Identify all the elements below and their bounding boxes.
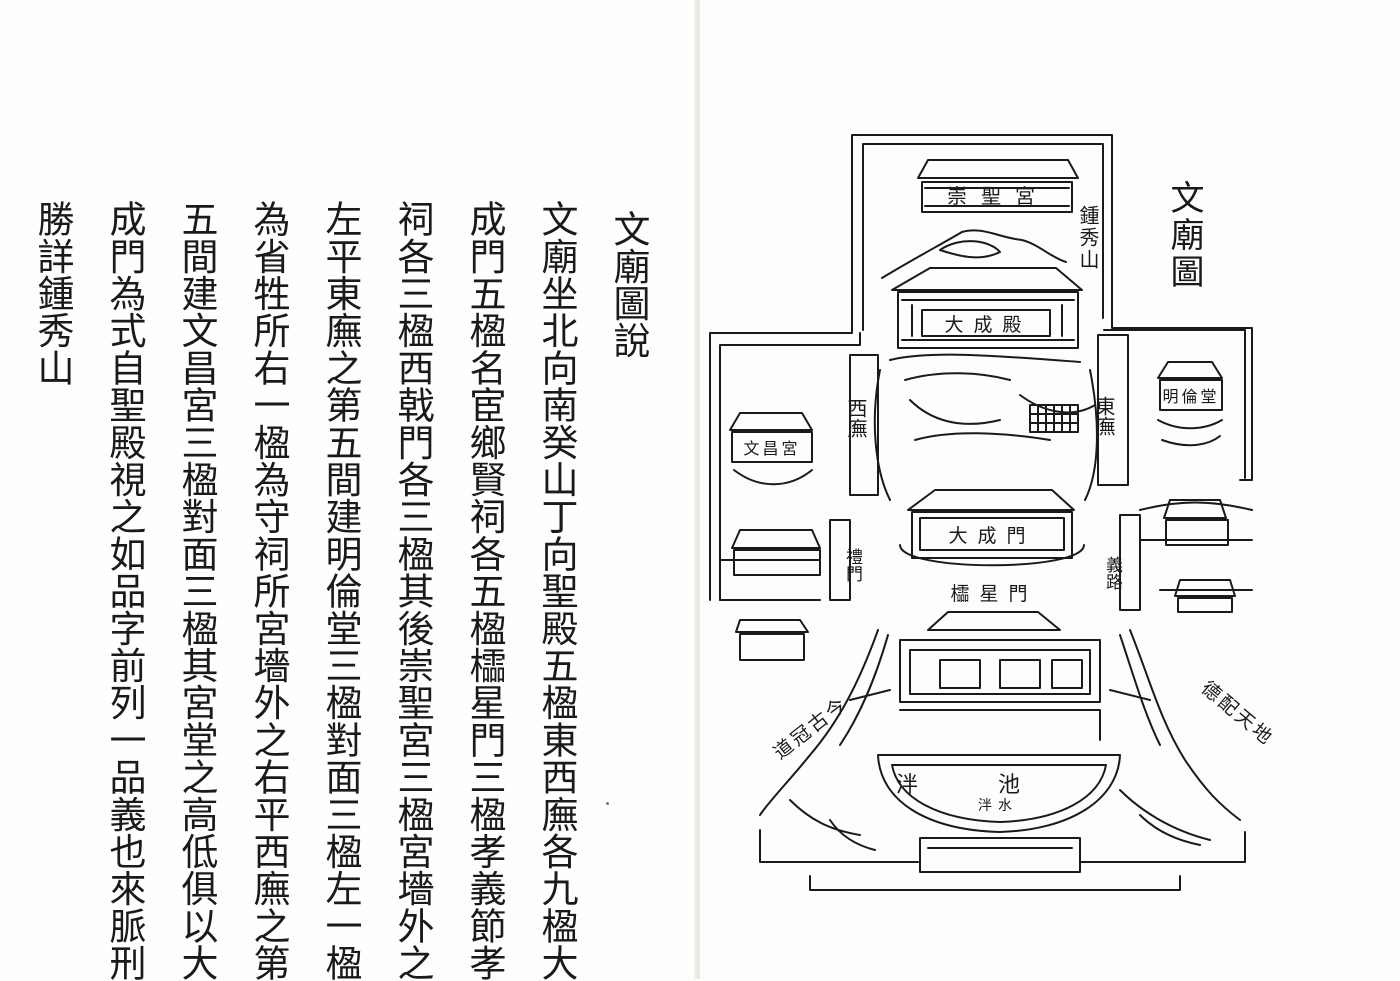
approach-walls — [759, 629, 1241, 821]
chongsheng-palace: 崇聖宮 — [917, 159, 1079, 213]
label-chongsheng: 崇聖宮 — [947, 184, 1049, 208]
label-right-gate: 義路 — [1102, 556, 1123, 590]
label-left-gate: 禮門 — [842, 548, 863, 583]
pan-pool: 泮池 泮水 — [877, 754, 1121, 833]
west-wu: 西廡 — [844, 354, 879, 496]
text-column-6: 五間建文昌宮三楹對面三楹其宮堂之高低俱以大 — [175, 200, 218, 981]
approach-inner — [839, 634, 1161, 746]
minglun-hall: 明倫堂 — [1157, 361, 1223, 447]
zhongxiu-mountain — [881, 229, 1067, 279]
label-west-wu: 西廡 — [844, 398, 868, 438]
right-house — [1163, 499, 1236, 613]
left-page: 文廟圖說 文廟坐北向南癸山丁向聖殿五楹東西廡各九楹大 成門五楹名宦鄉賢祠各五楹櫺… — [0, 0, 698, 981]
label-dacheng-hall: 大成殿 — [944, 314, 1031, 336]
dacheng-gate: 大成門 — [899, 489, 1085, 567]
label-zhongxiu: 鍾秀山 — [1076, 205, 1100, 271]
label-minglun: 明倫堂 — [1162, 387, 1219, 406]
text-column-8: 勝詳鍾秀山 — [31, 200, 74, 386]
label-dacheng-gate: 大成門 — [948, 525, 1035, 547]
ink-speck — [606, 802, 609, 805]
label-pool: 泮池 — [896, 773, 1100, 798]
left-house — [731, 529, 821, 661]
text-column-4: 左平東廡之第五間建明倫堂三楹對面三楹左一楹 — [319, 200, 362, 981]
text-column-2: 成門五楹名宦鄉賢祠各五楹櫺星門三楹孝義節孝 — [463, 200, 506, 981]
book-gutter — [694, 0, 702, 979]
temple-plan-drawing: 崇聖宮 鍾秀山 大成殿 西廡 東廡 — [709, 134, 1279, 891]
outer-wall-inner — [719, 329, 1246, 601]
dacheng-hall: 大成殿 — [891, 267, 1083, 349]
map-title: 文廟圖 — [1164, 180, 1204, 291]
side-lanes — [719, 501, 1253, 611]
label-lingxing: 櫺星門 — [950, 583, 1037, 605]
label-right-road: 德配天地 — [1197, 677, 1279, 750]
text-column-1: 文廟坐北向南癸山丁向聖殿五楹東西廡各九楹大 — [535, 200, 578, 981]
label-wenchang: 文昌宮 — [743, 439, 800, 458]
label-east-wu: 東廡 — [1092, 396, 1116, 436]
east-wu: 東廡 — [1092, 334, 1129, 486]
text-column-5: 為省牲所右一楹為守祠所宮墻外之右平西廡之第 — [247, 200, 290, 981]
lingxing-gate: 櫺星門 — [899, 583, 1101, 741]
wenchang-palace: 文昌宮 — [729, 412, 813, 486]
text-column-3: 祠各三楹西戟門各三楹其後崇聖宮三楹宮墻外之 — [391, 200, 434, 981]
explanation-text: 文廟圖說 文廟坐北向南癸山丁向聖殿五楹東西廡各九楹大 成門五楹名宦鄉賢祠各五楹櫺… — [22, 200, 658, 981]
text-column-7: 成門為式自聖殿視之如品字前列一品義也來脈刑 — [103, 200, 146, 981]
right-page: 崇聖宮 鍾秀山 大成殿 西廡 東廡 — [700, 0, 1400, 979]
courtyard-strokes — [873, 353, 1098, 501]
courtyard-grid — [1029, 404, 1079, 433]
outer-wall — [709, 134, 1253, 601]
front-terrain — [789, 789, 1211, 851]
text-column-title: 文廟圖說 — [607, 210, 650, 359]
label-pool-sub: 泮水 — [978, 798, 1018, 814]
front-wall — [759, 829, 1246, 891]
